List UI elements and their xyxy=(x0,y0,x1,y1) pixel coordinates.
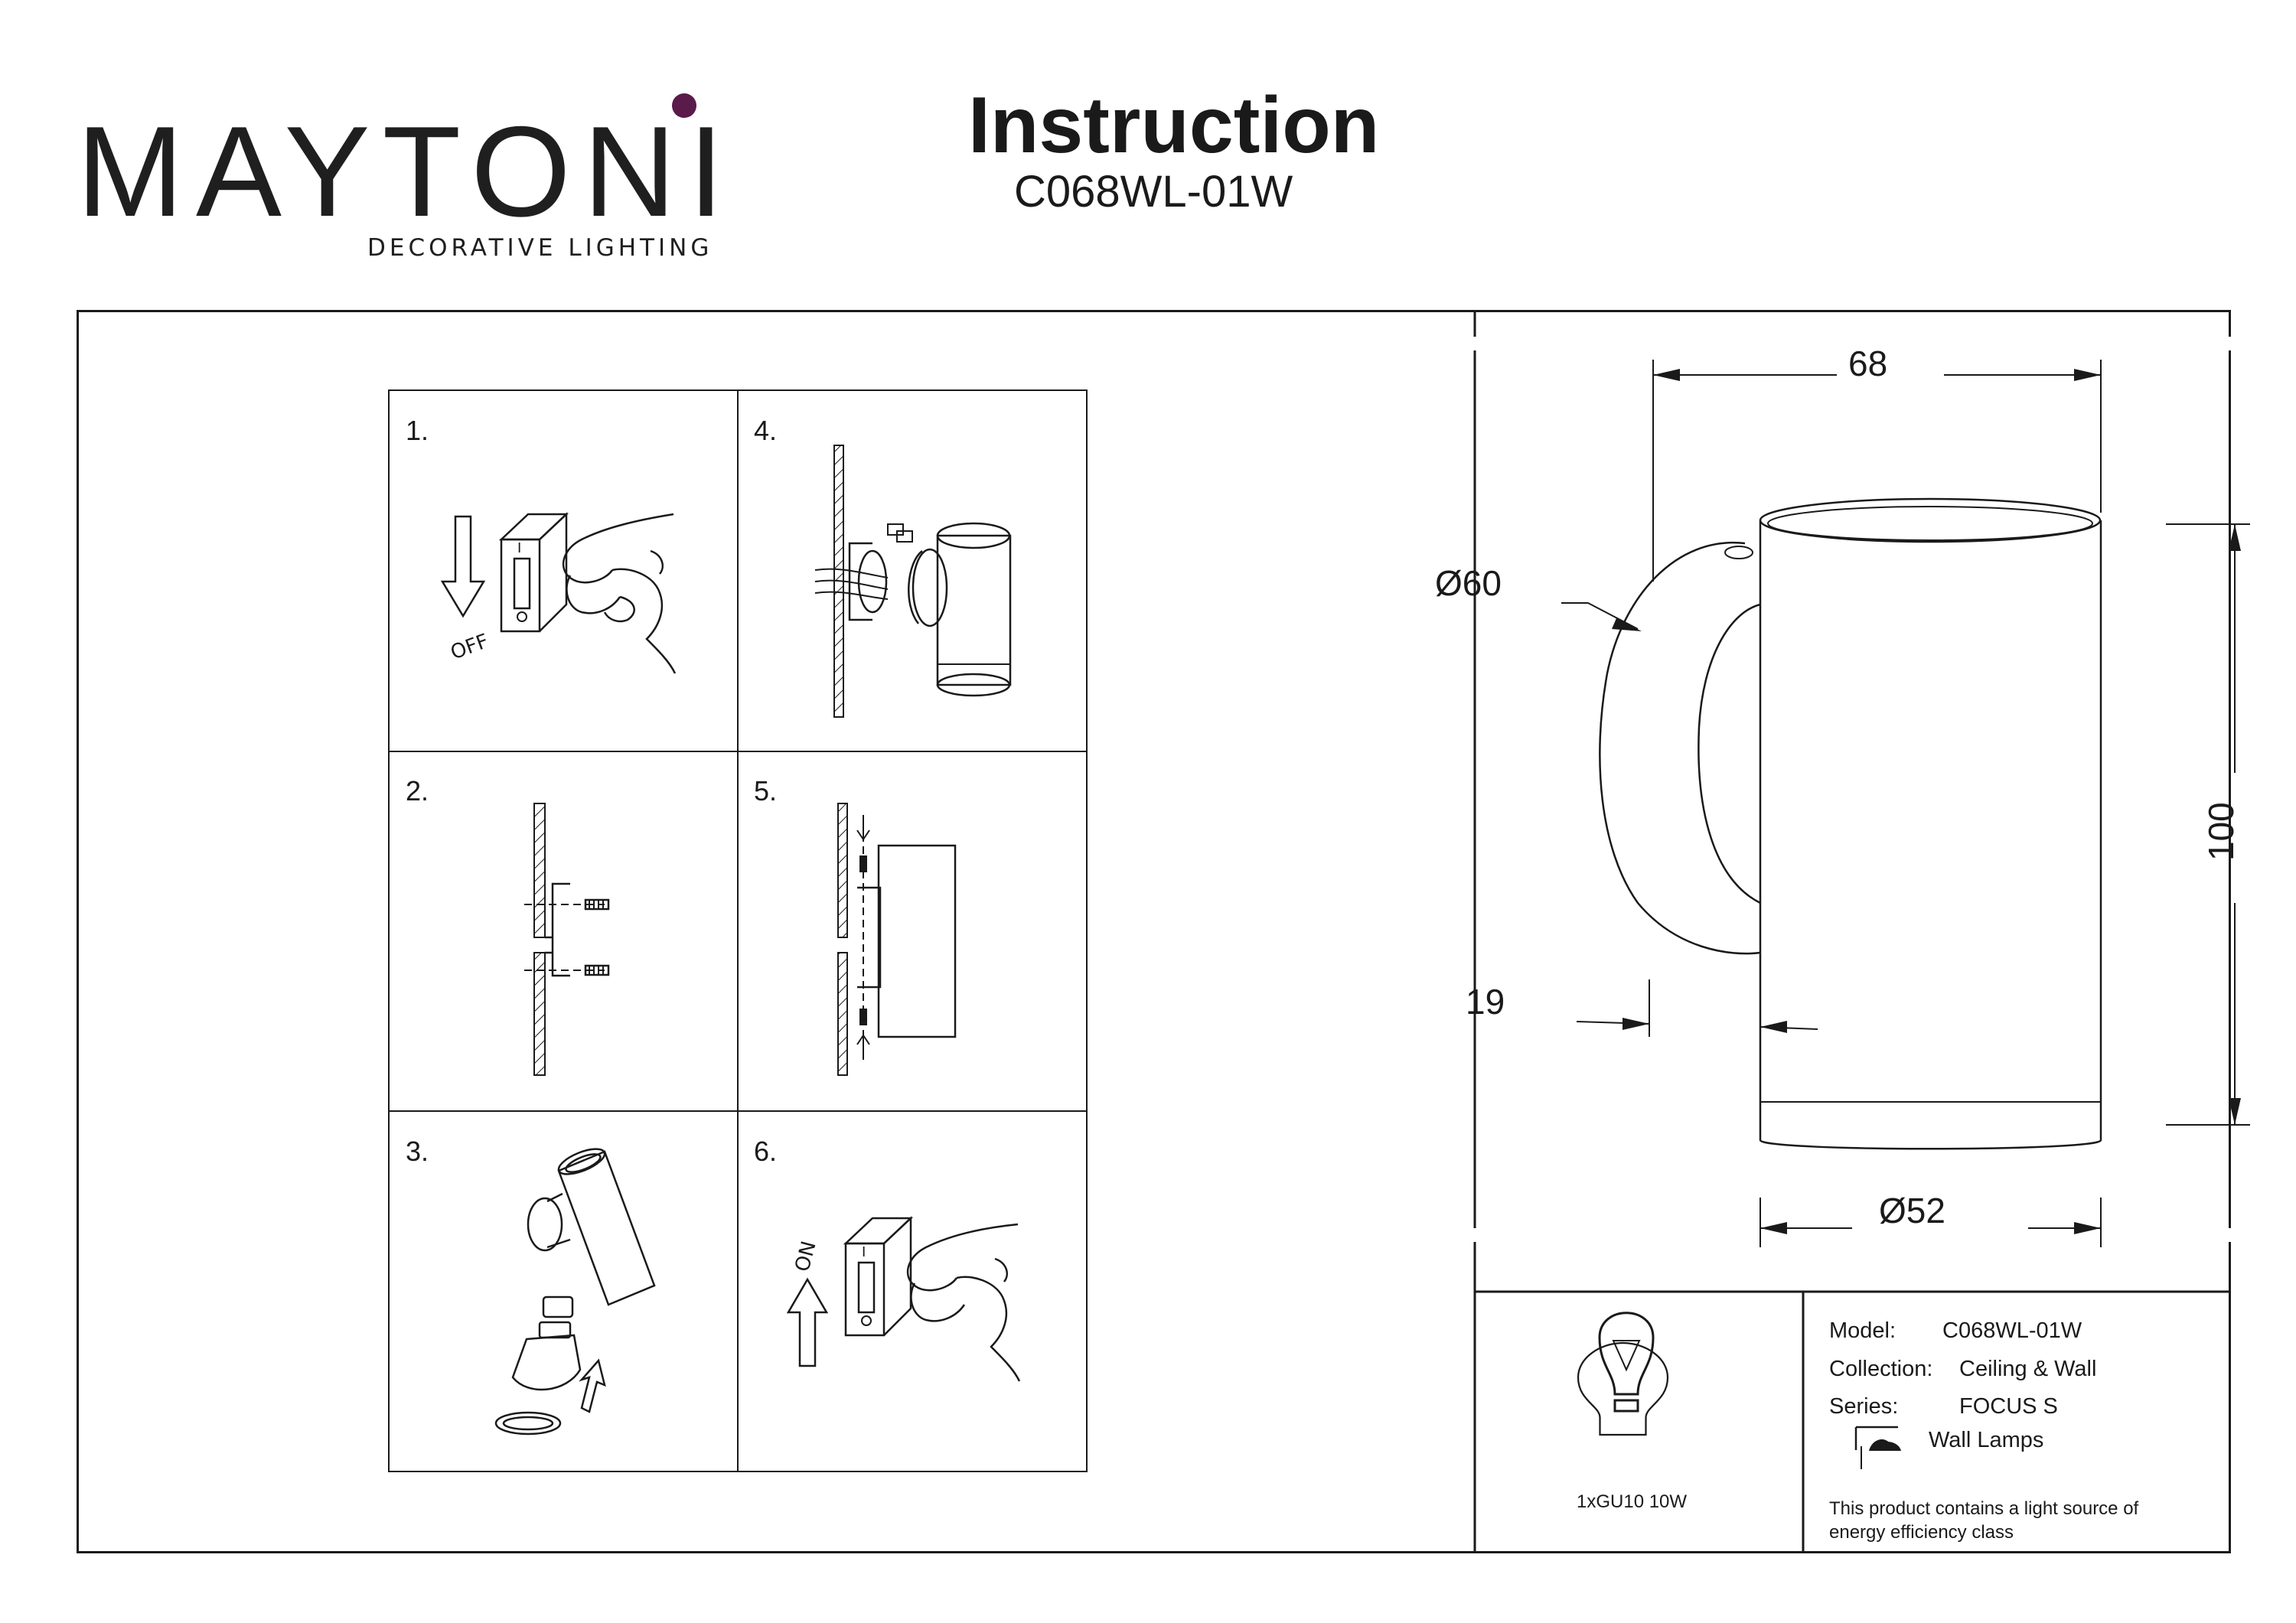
dimension-height: 100 xyxy=(2201,802,2241,861)
step-6-on-label: ON xyxy=(791,1239,820,1274)
svg-text:I: I xyxy=(517,540,521,556)
step-5-illustration xyxy=(837,803,957,1076)
energy-note-line2: energy efficiency class xyxy=(1829,1522,2014,1543)
brand-logo: MAYTONI xyxy=(77,99,736,243)
step-3-illustration xyxy=(494,1148,656,1436)
step-2-illustration xyxy=(524,803,610,1076)
page-model-number: C068WL-01W xyxy=(1014,167,1293,217)
step-1-off-label: OFF xyxy=(448,630,492,664)
step-number: 1. xyxy=(406,415,429,446)
dimension-shade-diameter: Ø52 xyxy=(1879,1191,1945,1230)
step-1-illustration: I xyxy=(440,512,677,674)
step-number: 3. xyxy=(406,1136,429,1167)
svg-text:I: I xyxy=(862,1244,866,1260)
step-4-illustration xyxy=(814,445,1012,718)
series-value: FOCUS S xyxy=(1959,1394,2058,1419)
lamp-spec: 1xGU10 10W xyxy=(1577,1491,1688,1512)
type-value: Wall Lamps xyxy=(1929,1428,2044,1452)
bulb-icon-detail xyxy=(1598,1312,1655,1413)
model-value: C068WL-01W xyxy=(1942,1318,2082,1343)
frame-dividers xyxy=(1473,310,2235,1553)
dimension-width: 68 xyxy=(1848,344,1888,383)
page-title: Instruction xyxy=(968,81,1380,170)
step-number: 6. xyxy=(754,1136,778,1167)
bulb-icon xyxy=(1577,1341,1669,1436)
step-number: 4. xyxy=(754,415,778,446)
dimension-base-diameter: Ø60 xyxy=(1435,563,1502,603)
step-number: 5. xyxy=(754,775,778,807)
model-label: Model: xyxy=(1829,1318,1896,1343)
document-frame xyxy=(77,310,2231,1553)
step-6-illustration: I xyxy=(786,1216,1021,1382)
step-number: 2. xyxy=(406,775,429,807)
series-label: Series: xyxy=(1829,1394,1899,1419)
wall-lamp-icon xyxy=(1854,1426,1901,1469)
collection-label: Collection: xyxy=(1829,1357,1933,1381)
energy-note-line1: This product contains a light source of xyxy=(1829,1498,2139,1519)
collection-value: Ceiling & Wall xyxy=(1959,1357,2097,1381)
brand-tagline: DECORATIVE LIGHTING xyxy=(367,234,713,262)
dimension-depth: 19 xyxy=(1466,982,1505,1022)
steps-grid xyxy=(388,389,1088,1472)
product-drawing xyxy=(1561,360,2250,1247)
brand-logo-dot xyxy=(672,93,696,118)
